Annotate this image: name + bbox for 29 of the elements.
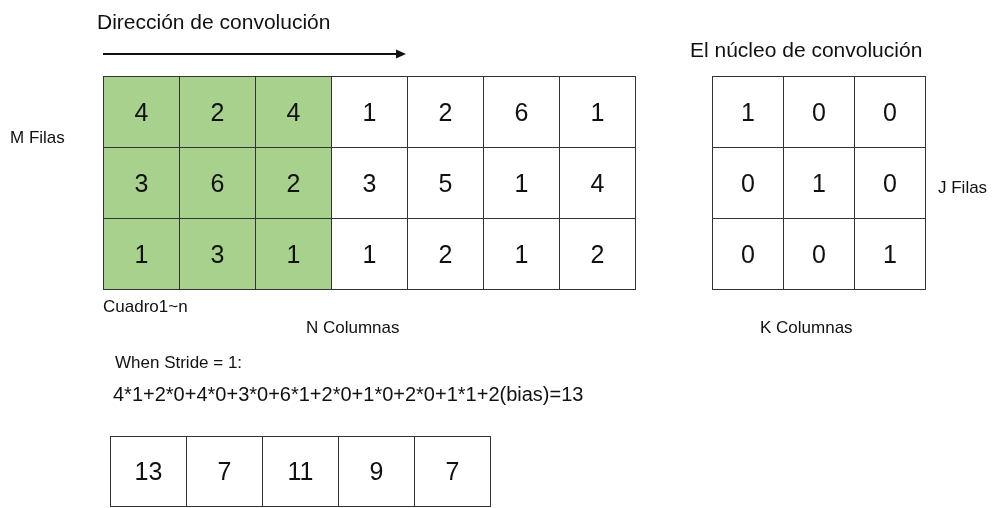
kernel-cell: 0: [854, 76, 926, 148]
matrix-cell: 6: [179, 147, 256, 219]
matrix-cell: 2: [255, 147, 332, 219]
output-cell: 7: [414, 436, 491, 507]
matrix-cell: 3: [103, 147, 180, 219]
region-label: Cuadro1~n: [103, 297, 188, 317]
matrix-cell: 1: [255, 218, 332, 290]
matrix-cell: 1: [103, 218, 180, 290]
kernel-cell: 1: [854, 218, 926, 290]
axis-label: J Filas: [938, 178, 988, 198]
output-cell: 7: [186, 436, 263, 507]
output-cell: 9: [338, 436, 415, 507]
heading: Dirección de convolución: [97, 10, 331, 34]
matrix-cell: 4: [255, 76, 332, 148]
matrix-cell: 4: [103, 76, 180, 148]
formula-text: 4*1+2*0+4*0+3*0+6*1+2*0+1*0+2*0+1*1+2(bias)=13: [113, 383, 584, 406]
matrix-cell: 1: [559, 76, 636, 148]
kernel-cell: 0: [712, 218, 784, 290]
output-cell: 11: [262, 436, 339, 507]
matrix-cell: 2: [179, 76, 256, 148]
matrix-cell: 2: [559, 218, 636, 290]
axis-label: N Columnas: [306, 318, 400, 338]
kernel-cell: 1: [712, 76, 784, 148]
axis-label: K Columnas: [760, 318, 853, 338]
matrix-cell: 3: [179, 218, 256, 290]
heading: El núcleo de convolución: [690, 38, 923, 62]
note-text: When Stride = 1:: [115, 353, 243, 373]
output-cell: 13: [110, 436, 187, 507]
axis-label: M Filas: [10, 128, 65, 148]
